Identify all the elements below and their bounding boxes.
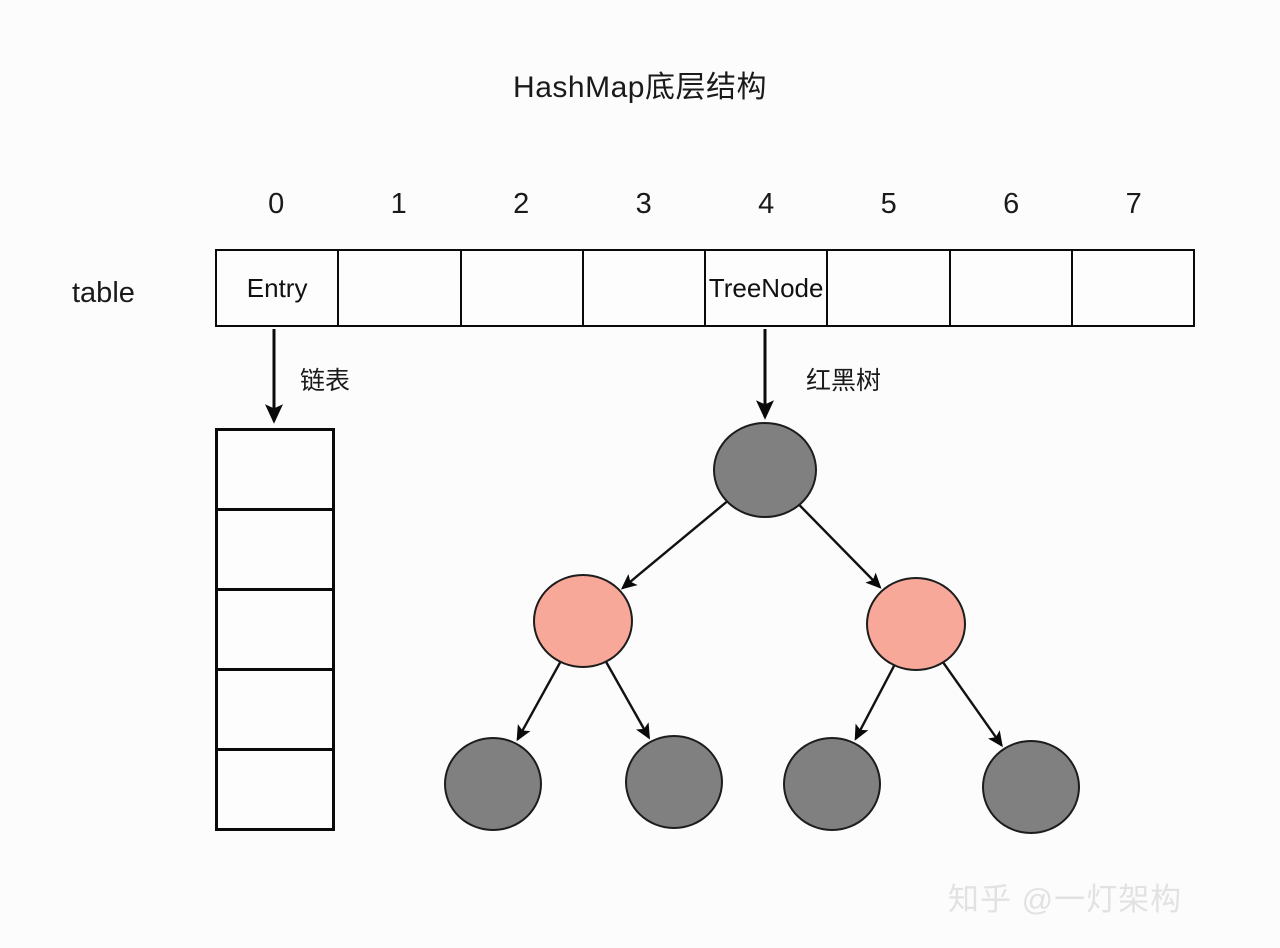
bucket-index-0: 0 — [268, 188, 285, 220]
bucket-array: Entry TreeNode — [215, 249, 1195, 327]
tree-edge-right-to-right-right — [940, 659, 1003, 748]
bucket-index-1: 1 — [390, 188, 407, 220]
bucket-cell-1 — [339, 251, 462, 325]
bucket-index-6: 6 — [1003, 188, 1020, 220]
tree-node-left — [533, 574, 633, 668]
bucket-cell-0: Entry — [217, 251, 340, 325]
linked-list-node-1 — [218, 511, 332, 591]
bucket-index-3: 3 — [635, 188, 652, 220]
tree-node-right-right — [982, 740, 1080, 834]
linked-list-chain — [215, 428, 335, 831]
tree-edge-root-to-right — [796, 502, 882, 589]
tree-edge-group — [516, 498, 1003, 748]
tree-edge-root-to-left — [620, 498, 731, 590]
tree-edge-left-to-left-left — [516, 659, 563, 742]
linked-list-node-0 — [218, 431, 332, 511]
bucket-cell-3 — [584, 251, 706, 325]
watermark: 知乎 @一灯架构 — [948, 882, 1183, 917]
linked-list-node-3 — [218, 671, 332, 751]
bucket-index-7: 7 — [1125, 188, 1142, 220]
bucket-index-5: 5 — [880, 188, 897, 220]
table-label: table — [72, 277, 135, 309]
bucket-cell-6 — [951, 251, 1073, 325]
linked-list-edge-label: 链表 — [300, 367, 351, 395]
tree-node-left-left — [444, 737, 542, 831]
bucket-index-4: 4 — [758, 188, 775, 220]
red-black-tree-edge-label: 红黑树 — [806, 367, 882, 395]
tree-edge-left-to-left-right — [603, 659, 650, 740]
page-title: HashMap底层结构 — [513, 71, 767, 104]
tree-node-root — [713, 422, 817, 518]
bucket-cell-2 — [462, 251, 584, 325]
bucket-cell-4: TreeNode — [706, 251, 829, 325]
tree-edge-right-to-right-left — [854, 662, 897, 741]
tree-node-right-left — [783, 737, 881, 831]
linked-list-node-2 — [218, 591, 332, 671]
tree-node-left-right — [625, 735, 723, 829]
bucket-cell-5 — [828, 251, 951, 325]
bucket-index-row: 0 1 2 3 4 5 6 7 — [215, 184, 1195, 224]
bucket-index-2: 2 — [513, 188, 530, 220]
tree-node-right — [866, 577, 966, 671]
